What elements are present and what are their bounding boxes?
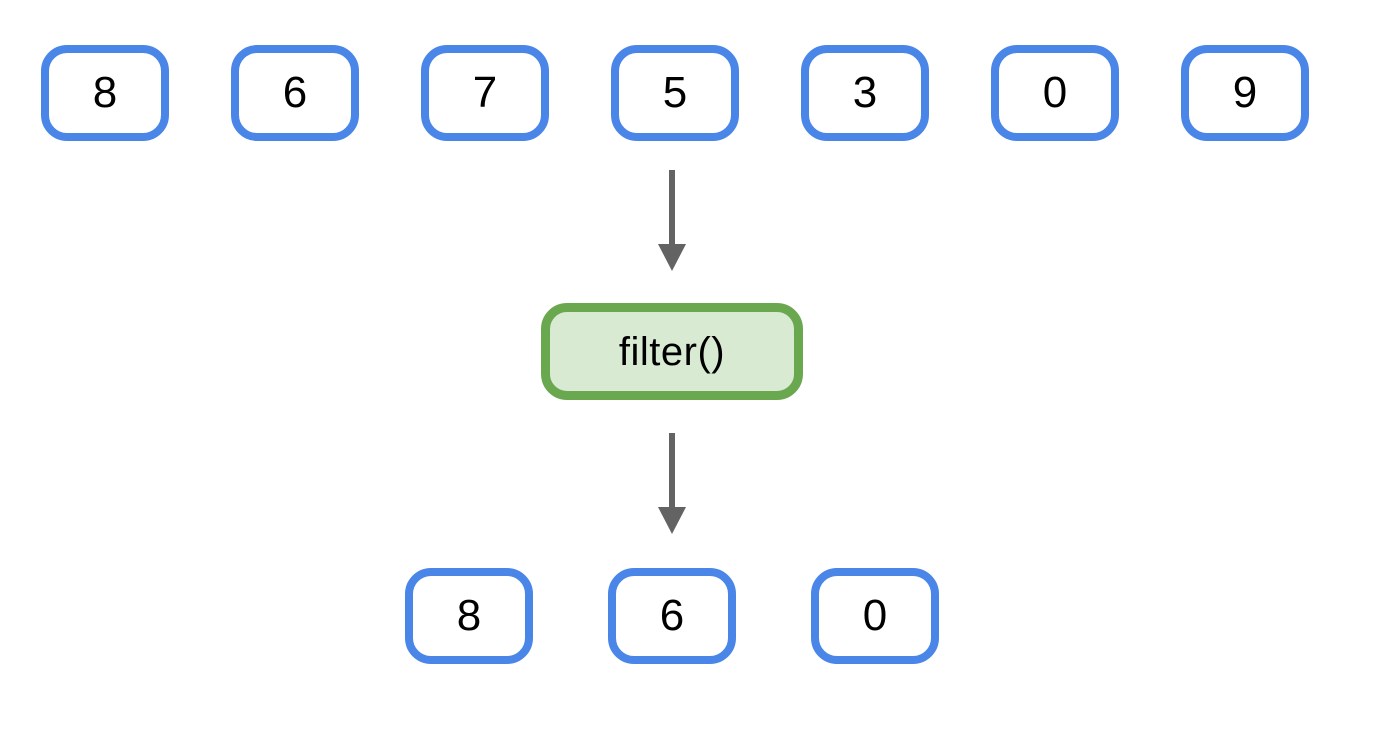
value-label: 0 <box>1042 68 1068 117</box>
arrow-down-icon <box>646 170 698 271</box>
value-label: 8 <box>92 68 118 117</box>
value-label: 6 <box>282 68 308 117</box>
arrow-down-icon <box>646 433 698 534</box>
arrow-head <box>658 244 686 271</box>
output-row: 8 6 0 <box>405 568 939 664</box>
arrow-shaft <box>669 433 675 507</box>
value-label: 5 <box>662 68 688 117</box>
value-box: 7 <box>421 45 549 141</box>
value-label: 9 <box>1232 68 1258 117</box>
value-box: 8 <box>41 45 169 141</box>
value-box: 6 <box>608 568 736 664</box>
value-label: 8 <box>456 591 482 640</box>
value-box: 0 <box>991 45 1119 141</box>
value-label: 3 <box>852 68 878 117</box>
value-label: 0 <box>862 591 888 640</box>
arrow-shaft <box>669 170 675 244</box>
value-box: 6 <box>231 45 359 141</box>
filter-function-box: filter() <box>541 303 803 400</box>
value-label: 6 <box>659 591 685 640</box>
value-box: 9 <box>1181 45 1309 141</box>
value-box: 8 <box>405 568 533 664</box>
value-label: 7 <box>472 68 498 117</box>
arrow-head <box>658 507 686 534</box>
filter-function-label: filter() <box>618 329 726 374</box>
value-box: 5 <box>611 45 739 141</box>
value-box: 0 <box>811 568 939 664</box>
input-row: 8 6 7 5 3 0 9 <box>41 45 1309 141</box>
value-box: 3 <box>801 45 929 141</box>
